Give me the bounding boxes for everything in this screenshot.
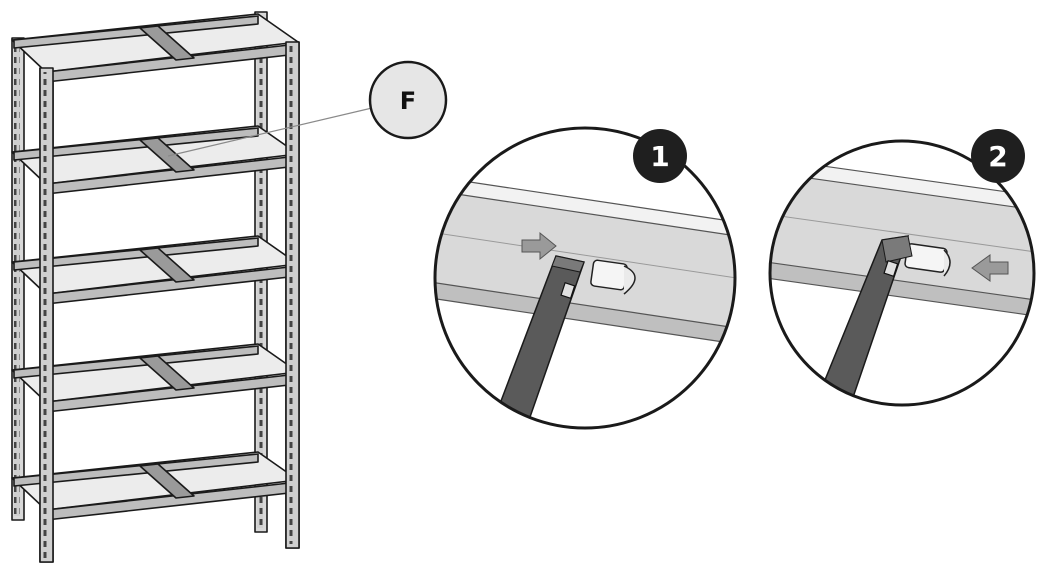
- detail-2-frame: [768, 139, 1036, 407]
- detail-1-frame: [433, 126, 737, 430]
- callout-leader-line: [167, 107, 373, 157]
- shelf-level-4: [11, 343, 299, 413]
- step-1-number: 1: [650, 140, 669, 173]
- left-arrow-icon: [971, 254, 1009, 282]
- callout-letter: F: [400, 87, 416, 115]
- shelving-unit: [11, 11, 300, 563]
- step-2-number: 2: [988, 140, 1007, 173]
- shelf-level-2: [11, 125, 299, 195]
- callout-f: F: [167, 60, 448, 157]
- step-1-badge: [633, 129, 687, 183]
- detail-step-1: 1: [433, 126, 737, 430]
- step-2-badge: [971, 129, 1025, 183]
- right-arrow-icon: [521, 231, 557, 261]
- detail-step-2: 2: [768, 129, 1036, 407]
- shelf-level-1: [11, 13, 299, 83]
- callout-circle: [368, 60, 448, 140]
- back-upright-left: [11, 37, 25, 521]
